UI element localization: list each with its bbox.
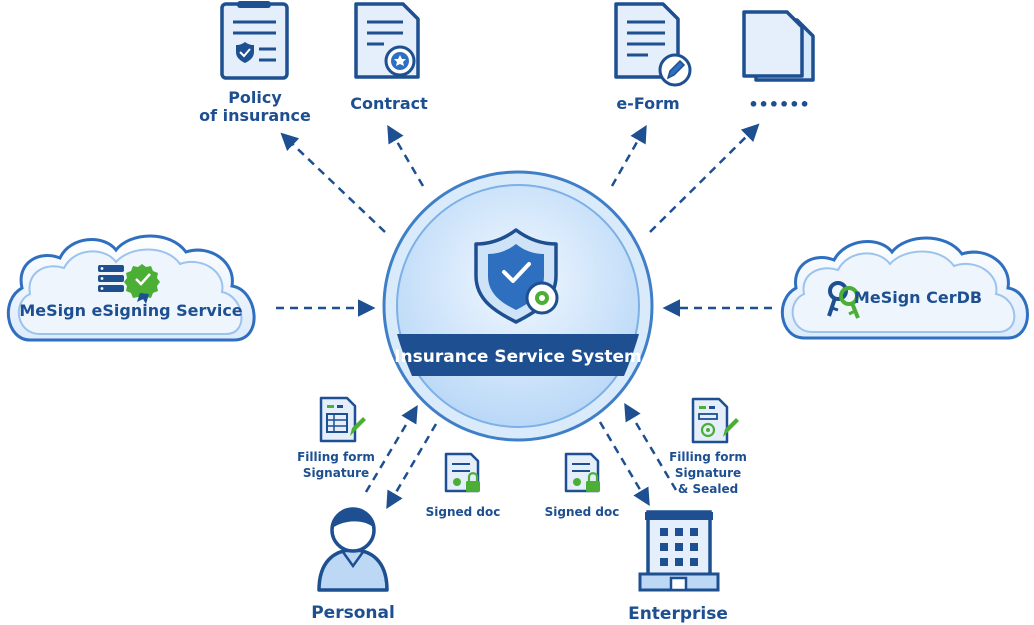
contract-document: Contract [350, 2, 428, 113]
more-label: •••••• [748, 95, 809, 114]
enterprise-actor: Enterprise [628, 510, 728, 624]
policy-document: Policy of insurance [199, 1, 311, 125]
center-title: Insurance Service System [394, 347, 642, 367]
enterprise-label: Enterprise [628, 604, 728, 624]
signed-doc-lock-icon [564, 452, 600, 493]
personal-actor: Personal [311, 507, 395, 623]
server-icon [98, 265, 124, 292]
arrow-enterprise-up [624, 402, 678, 491]
gear-icon [525, 281, 559, 315]
arrow-personal-up [364, 404, 418, 493]
personal-up-line2: Signature [303, 466, 369, 480]
policy-label-line2: of insurance [199, 106, 311, 125]
enterprise-down-label: Signed doc [545, 505, 620, 519]
enterprise-fill-form: Filling form Signature & Sealed [669, 397, 747, 496]
cerdb-cloud: MeSign CerDB [780, 236, 1029, 340]
arrow-enterprise-down [598, 421, 650, 507]
personal-signed-doc: Signed doc [426, 452, 501, 519]
contract-label: Contract [350, 94, 428, 113]
verified-badge-icon [124, 264, 160, 304]
arrow-to-more [649, 123, 760, 233]
more-documents: •••••• [742, 10, 815, 114]
personal-fill-form: Filling form Signature [297, 396, 375, 480]
person-icon [317, 507, 389, 592]
arrow-to-contract [387, 124, 425, 187]
enterprise-up-line3: & Sealed [678, 482, 738, 496]
central-system: Insurance Service System [382, 170, 654, 442]
policy-label-line1: Policy [228, 88, 282, 107]
enterprise-signed-doc: Signed doc [545, 452, 620, 519]
form-pen-icon [614, 2, 692, 87]
eform-document: e-Form [614, 2, 692, 113]
keys-icon [827, 281, 860, 319]
arrow-personal-down [386, 423, 438, 510]
form-table-pen-icon [319, 396, 366, 443]
clipboard-shield-icon [220, 1, 289, 80]
building-icon [638, 510, 720, 592]
personal-label: Personal [311, 603, 395, 623]
eform-label: e-Form [616, 94, 679, 113]
arrow-to-policy [280, 132, 386, 233]
enterprise-up-line1: Filling form [669, 450, 747, 464]
personal-down-label: Signed doc [426, 505, 501, 519]
enterprise-up-line2: Signature [675, 466, 741, 480]
esigning-label: MeSign eSigning Service [19, 301, 242, 320]
personal-up-line1: Filling form [297, 450, 375, 464]
signed-doc-lock-icon [444, 452, 480, 493]
esigning-cloud: MeSign eSigning Service [6, 234, 256, 342]
cerdb-label: MeSign CerDB [854, 288, 982, 307]
contract-seal-icon [354, 2, 420, 79]
form-seal-pen-icon [691, 397, 739, 444]
arrows [276, 123, 772, 510]
arrow-to-eform [610, 124, 647, 187]
center-banner [397, 334, 639, 376]
stacked-pages-icon [742, 10, 815, 82]
